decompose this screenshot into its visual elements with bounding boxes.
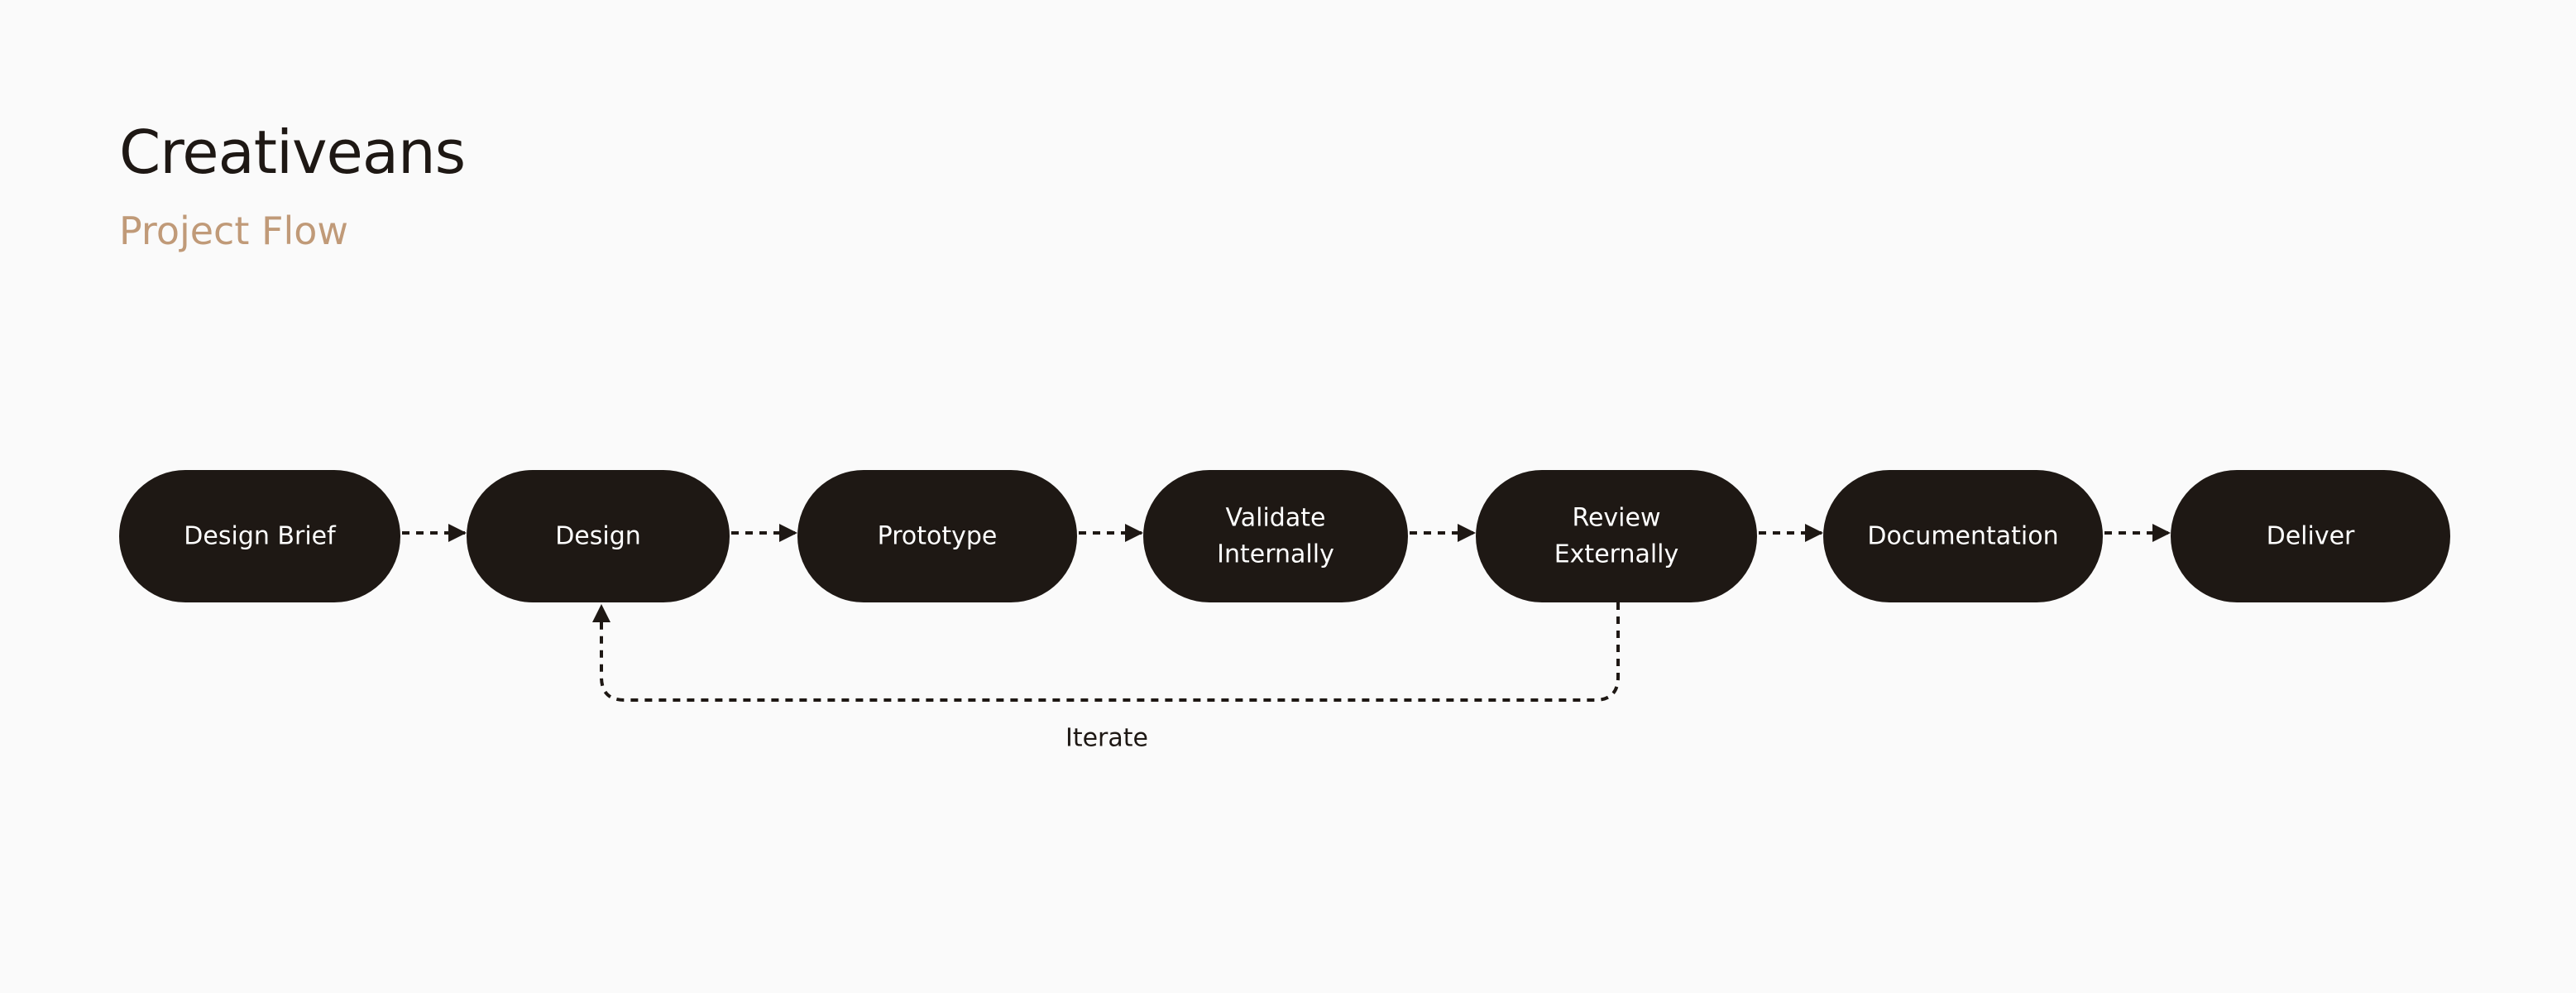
iterate-label: Iterate: [1065, 724, 1148, 753]
flow-step-pill: [1143, 470, 1408, 602]
flow-step-pill: [1823, 470, 2103, 602]
flow-step-label: Design Brief: [184, 522, 337, 551]
diagram-subtitle: Project Flow: [119, 209, 349, 253]
flow-step-label: Internally: [1217, 540, 1334, 569]
flow-step-label: Design: [555, 522, 641, 551]
flow-step-label: Review: [1572, 504, 1660, 533]
flow-step-label: Prototype: [878, 522, 998, 551]
flow-step-pill: [2171, 470, 2450, 602]
flow-step-design: Design: [467, 470, 730, 602]
flow-step-pill: [797, 470, 1077, 602]
flow-step-label: Deliver: [2267, 522, 2355, 551]
flow-step-pill: [119, 470, 400, 602]
diagram-title: Creativeans: [119, 118, 466, 187]
flow-step-label: Documentation: [1867, 522, 2058, 551]
iterate-arrow: [592, 602, 1620, 702]
flow-step-label: Externally: [1554, 540, 1679, 569]
flow-step-label: Validate: [1226, 504, 1326, 533]
flow-step-prototype: Prototype: [797, 470, 1077, 602]
flow-step-design-brief: Design Brief: [119, 470, 400, 602]
flow-step-deliver: Deliver: [2171, 470, 2450, 602]
flow-step-pill: [467, 470, 730, 602]
iterate-loop: Iterate: [592, 602, 1620, 753]
flow-step-documentation: Documentation: [1823, 470, 2103, 602]
flow-nodes: Design Brief Design Prototype ValidateInter…: [119, 470, 2450, 602]
header: Creativeans Project Flow: [119, 118, 466, 253]
flow-step-pill: [1476, 470, 1757, 602]
